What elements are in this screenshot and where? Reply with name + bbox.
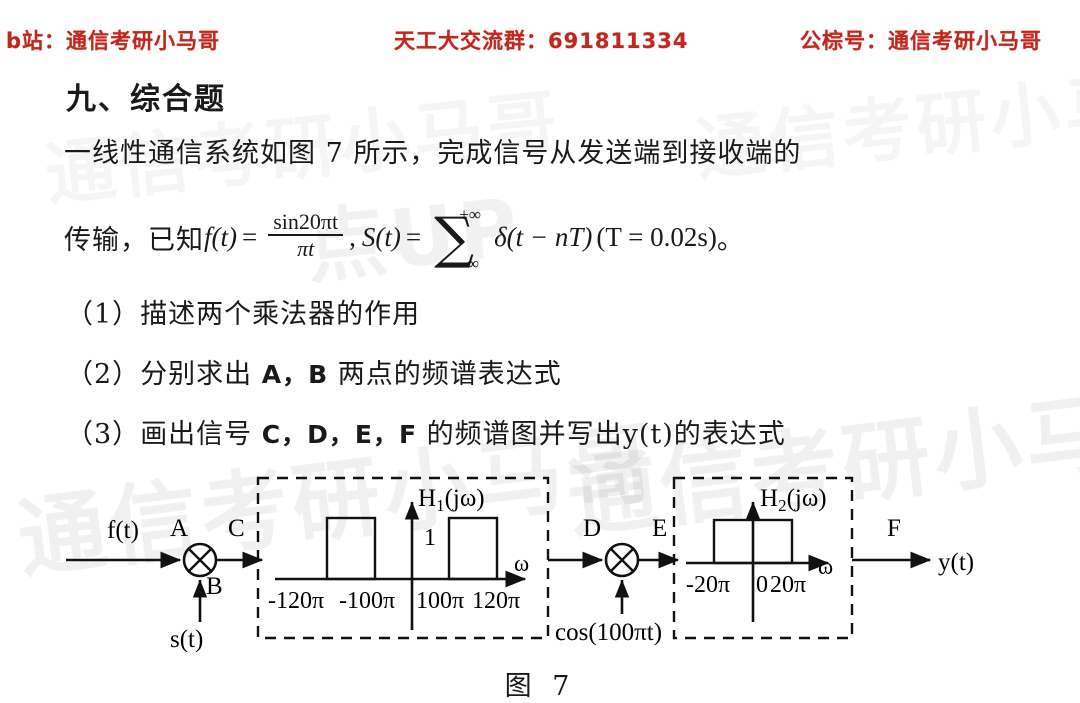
formula-condition: (T = 0.02s) xyxy=(596,221,717,252)
fraction-bar xyxy=(268,234,344,237)
question-point-labels: A，B xyxy=(261,360,329,389)
formula-terminator: 。 xyxy=(716,224,744,256)
header-bilibili-account: b站：通信考研小马哥 xyxy=(6,29,221,53)
filter-2-boundary xyxy=(672,476,854,640)
formula-lead: 传输，已知 xyxy=(64,224,204,256)
block-diagram: f(t) A B s(t) C 1 H1(jω) ω -120π -100π xyxy=(0,462,1080,652)
filter-2-axis-label: ω xyxy=(818,554,833,579)
formula-summand: δ(t − nT) xyxy=(494,221,593,252)
question-item-3: （3）画出信号 C，D，E，F 的频谱图并写出y(t)的表达式 xyxy=(66,412,786,451)
diagram-label-node-e: E xyxy=(652,515,667,542)
sigma-glyph: ∑ xyxy=(434,206,475,271)
diagram-label-input-signal: f(t) xyxy=(107,517,139,544)
formula-equals-2: = xyxy=(405,221,422,252)
filter-2-title: H2(jω) xyxy=(760,485,827,515)
question-index: （1） xyxy=(66,299,141,330)
question-index: （2） xyxy=(66,359,141,390)
diagram-label-node-d: D xyxy=(583,515,601,542)
filter-1-title: H1(jω) xyxy=(418,485,485,515)
formula-row: 传输，已知 f(t) = sin20πt πt , S(t) = +∞ ∑ −∞… xyxy=(64,200,744,274)
filter-2-tick--20pi: -20π xyxy=(686,572,730,598)
diagram-label-node-c: C xyxy=(228,515,245,542)
question-text-pre: 分别求出 xyxy=(140,359,262,390)
filter-1-passband-positive xyxy=(447,516,499,581)
diagram-label-output-signal: y(t) xyxy=(938,549,974,576)
filter-1-axis-label: ω xyxy=(514,551,529,576)
watermark-text: 通信考研小马哥 xyxy=(690,41,1080,196)
sum-upper-limit: +∞ xyxy=(459,205,481,224)
diagram-label-carrier-1: s(t) xyxy=(170,626,203,652)
filter-1-passband-negative xyxy=(325,516,377,581)
formula-f: f(t) xyxy=(204,221,237,252)
diagram-label-carrier-2: cos(100πt) xyxy=(555,619,662,646)
mixer-1-cross-b xyxy=(188,548,212,572)
formula-fraction: sin20πt πt xyxy=(268,209,344,262)
summation-symbol: +∞ ∑ −∞ xyxy=(434,202,481,276)
filter-2-tick-0: 0 xyxy=(756,572,768,598)
fraction-denominator: πt xyxy=(297,236,315,262)
problem-statement: 一线性通信系统如图 7 所示，完成信号从发送端到接收端的 xyxy=(64,138,802,169)
question-item-1: （1）描述两个乘法器的作用 xyxy=(66,292,420,331)
section-title: 九、综合题 xyxy=(66,82,226,117)
diagram-label-node-b: B xyxy=(206,573,223,600)
diagram-label-node-f: F xyxy=(887,515,901,542)
question-index: （3） xyxy=(66,419,141,450)
question-signal-labels: C，D，E，F xyxy=(261,420,418,449)
sum-lower-limit: −∞ xyxy=(457,254,479,274)
page-header: b站：通信考研小马哥 天工大交流群：691811334 公棕号：通信考研小马哥 xyxy=(0,22,1080,58)
header-qq-group: 天工大交流群：691811334 xyxy=(394,29,689,53)
filter-1-boundary xyxy=(256,476,550,640)
question-item-2: （2）分别求出 A，B 两点的频谱表达式 xyxy=(66,352,562,391)
filter-1-amplitude-label: 1 xyxy=(424,525,436,551)
filter-1-tick-120pi: 120π xyxy=(472,588,520,614)
question-text-post: 两点的频谱表达式 xyxy=(328,359,562,390)
figure-caption: 图 7 xyxy=(504,671,576,702)
filter-1-tick--120pi: -120π xyxy=(268,588,324,614)
header-wechat-account: 公棕号：通信考研小马哥 xyxy=(800,29,1042,53)
question-text-post: 的频谱图并写出y(t)的表达式 xyxy=(417,419,786,450)
filter-1-tick-100pi: 100π xyxy=(416,588,464,614)
filter-2-passband xyxy=(712,518,794,565)
filter-1-tick--100pi: -100π xyxy=(339,588,395,614)
question-text: 描述两个乘法器的作用 xyxy=(140,299,421,330)
fraction-numerator: sin20πt xyxy=(273,209,339,235)
mixer-2-cross-b xyxy=(610,548,634,572)
diagram-label-node-a: A xyxy=(170,515,188,542)
filter-2-tick-20pi: 20π xyxy=(770,572,806,598)
formula-equals: = xyxy=(242,221,258,252)
formula-comma: , xyxy=(349,221,356,252)
question-text-pre: 画出信号 xyxy=(140,419,262,450)
formula-S: S(t) xyxy=(361,221,401,252)
